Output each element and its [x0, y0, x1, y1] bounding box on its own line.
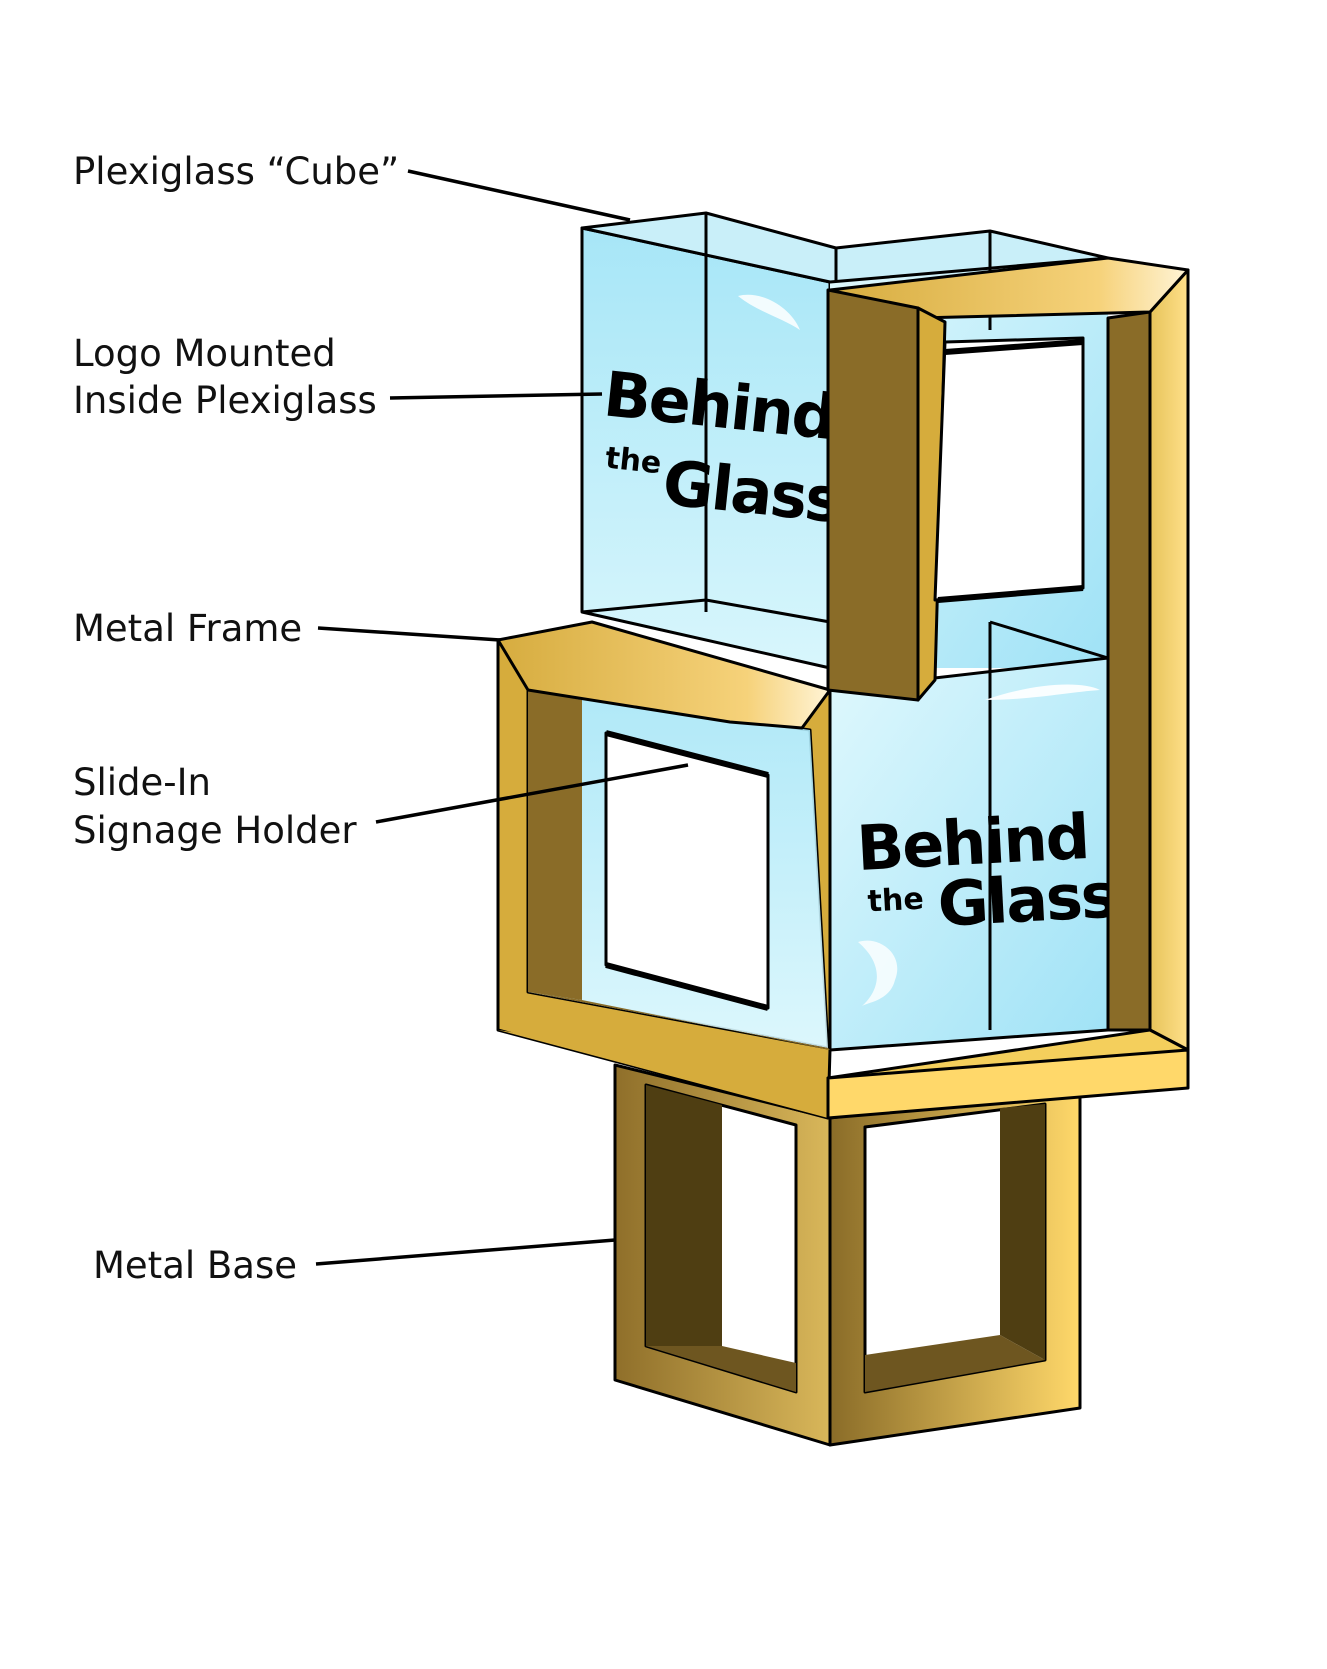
logo-upper-the: the	[604, 441, 663, 482]
label-logo-line2: Inside Plexiglass	[73, 379, 377, 422]
metal-frame-lower	[496, 620, 832, 1120]
logo-lower-line1: Behind	[855, 800, 1090, 885]
label-logo-line1: Logo Mounted	[73, 332, 336, 375]
metal-base	[613, 1063, 1082, 1447]
label-plexiglass-cube: Plexiglass “Cube”	[73, 150, 399, 193]
logo-lower-line2: Glass	[936, 859, 1117, 941]
logo-lower: Behind the Glass	[855, 800, 1117, 941]
label-holder-line1: Slide-In	[73, 761, 211, 804]
label-metal-frame: Metal Frame	[73, 607, 302, 650]
logo-lower-the: the	[867, 882, 925, 920]
label-holder-line2: Signage Holder	[73, 809, 357, 852]
metal-frame-upper	[826, 256, 1190, 1120]
callout-leaders	[315, 169, 689, 1266]
label-metal-base: Metal Base	[93, 1244, 297, 1287]
